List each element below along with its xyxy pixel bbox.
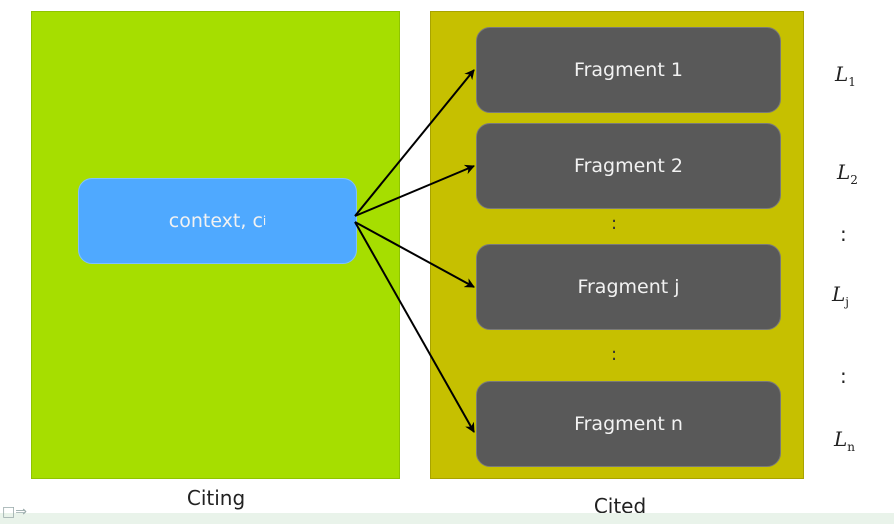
slide-nav-arrows-icon[interactable]: □⇒	[2, 504, 27, 520]
arrow-to-fragment-j	[354, 221, 475, 288]
label-L2: L2	[837, 160, 858, 187]
label-ellipsis-2: :	[840, 364, 847, 388]
fragment-label-n: Fragment n	[574, 413, 683, 435]
caption-citing: Citing	[186, 486, 246, 510]
label-Lj: Lj	[832, 282, 850, 309]
fragment-box-1: Fragment 1	[476, 27, 781, 113]
arrow-to-fragment-2	[354, 164, 475, 217]
label-L1: L1	[835, 62, 856, 89]
label-ellipsis-1: :	[840, 222, 847, 246]
label-Ln: Ln	[834, 427, 856, 454]
fragment-label-j: Fragment j	[577, 276, 680, 298]
arrow-to-fragment-1	[354, 69, 475, 217]
fragment-box-j: Fragment j	[476, 244, 781, 330]
fragment-ellipsis-2: :	[610, 344, 618, 365]
fragment-label-2: Fragment 2	[574, 155, 683, 177]
context-subscript: i	[262, 214, 267, 228]
fragment-label-1: Fragment 1	[574, 59, 683, 81]
fragment-ellipsis-1: :	[610, 213, 618, 234]
context-label: context, c	[168, 210, 263, 232]
arrow-to-fragment-n	[354, 221, 475, 433]
bottom-strip	[0, 513, 894, 524]
fragment-box-2: Fragment 2	[476, 123, 781, 209]
fragment-box-n: Fragment n	[476, 381, 781, 467]
